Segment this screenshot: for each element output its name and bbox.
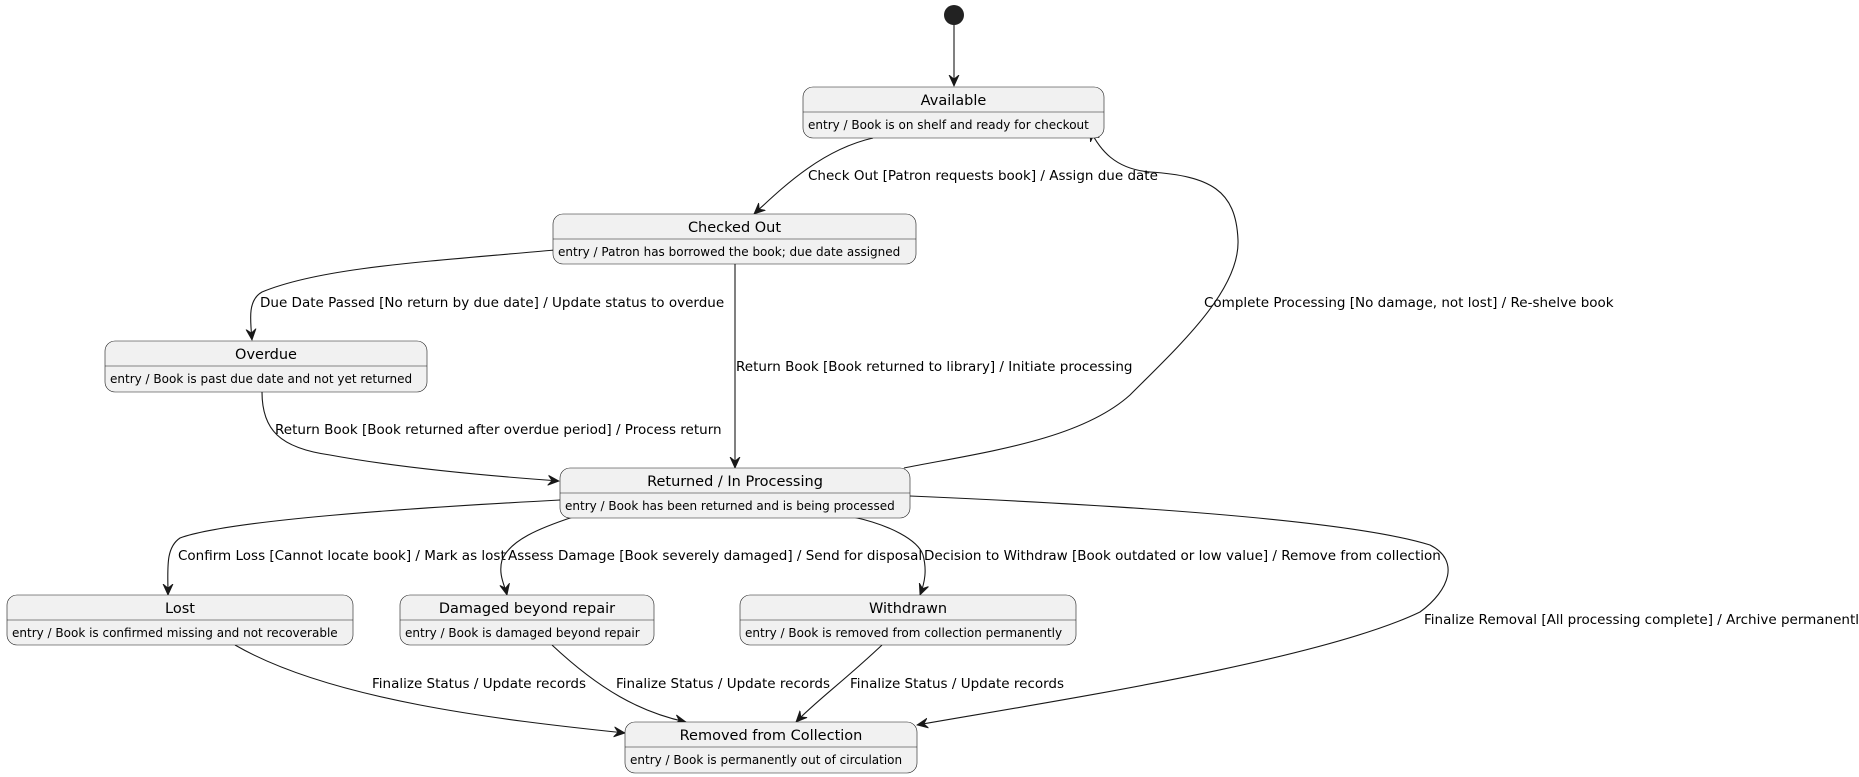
state-entry-action: entry / Book has been returned and is be… <box>565 499 895 513</box>
label-due-date-passed: Due Date Passed [No return by due date] … <box>260 295 724 311</box>
state-entry-action: entry / Book is permanently out of circu… <box>630 753 902 767</box>
edge-returned-to-lost <box>168 499 561 595</box>
state-removed-from-collection: Removed from Collection entry / Book is … <box>624 721 918 774</box>
label-finalize-lost: Finalize Status / Update records <box>372 676 586 692</box>
state-entry-action: entry / Book is damaged beyond repair <box>405 626 640 640</box>
edge-overdue-to-returned <box>261 391 559 481</box>
edge-withdrawn-to-removed <box>796 644 883 722</box>
label-confirm-loss: Confirm Loss [Cannot locate book] / Mark… <box>178 548 506 564</box>
state-title: Checked Out <box>688 220 781 236</box>
label-return-overdue: Return Book [Book returned after overdue… <box>275 422 722 438</box>
state-title: Removed from Collection <box>680 728 863 744</box>
label-decision-withdraw: Decision to Withdraw [Book outdated or l… <box>924 548 1441 564</box>
state-withdrawn: Withdrawn entry / Book is removed from c… <box>739 594 1077 646</box>
transition-labels: Check Out [Patron requests book] / Assig… <box>178 168 1859 692</box>
edge-returned-to-available <box>903 130 1239 469</box>
edge-returned-to-damaged <box>501 516 574 595</box>
state-title: Returned / In Processing <box>647 474 823 490</box>
label-checkout: Check Out [Patron requests book] / Assig… <box>808 168 1158 184</box>
label-finalize-removal: Finalize Removal [All processing complet… <box>1424 612 1859 628</box>
label-complete-processing: Complete Processing [No damage, not lost… <box>1204 295 1614 311</box>
initial-state-node <box>944 5 964 25</box>
label-finalize-damaged: Finalize Status / Update records <box>616 676 830 692</box>
edge-returned-to-removed <box>909 495 1449 725</box>
edge-checked-out-to-overdue <box>251 249 556 340</box>
state-title: Lost <box>165 601 195 617</box>
state-entry-action: entry / Book is removed from collection … <box>745 626 1062 640</box>
state-title: Damaged beyond repair <box>439 601 615 617</box>
state-available: Available entry / Book is on shelf and r… <box>802 86 1105 139</box>
state-entry-action: entry / Book is past due date and not ye… <box>110 372 412 386</box>
edge-available-to-checked-out <box>754 137 874 214</box>
label-assess-damage: Assess Damage [Book severely damaged] / … <box>508 548 922 564</box>
state-lost: Lost entry / Book is confirmed missing a… <box>6 594 354 646</box>
transition-edges <box>168 24 1449 733</box>
state-checked-out: Checked Out entry / Patron has borrowed … <box>552 213 917 265</box>
state-damaged-beyond-repair: Damaged beyond repair entry / Book is da… <box>399 594 655 646</box>
state-returned-in-processing: Returned / In Processing entry / Book ha… <box>559 467 911 519</box>
state-overdue: Overdue entry / Book is past due date an… <box>104 340 428 393</box>
state-title: Withdrawn <box>869 601 947 617</box>
edge-lost-to-removed <box>234 644 625 733</box>
label-finalize-withdrawn: Finalize Status / Update records <box>850 676 1064 692</box>
state-title: Available <box>921 93 987 109</box>
edge-damaged-to-removed <box>551 644 686 722</box>
state-entry-action: entry / Book is confirmed missing and no… <box>12 626 338 640</box>
label-return-book: Return Book [Book returned to library] /… <box>736 359 1133 375</box>
state-entry-action: entry / Patron has borrowed the book; du… <box>558 245 900 259</box>
edge-returned-to-withdrawn <box>852 516 925 595</box>
state-title: Overdue <box>235 347 297 363</box>
state-entry-action: entry / Book is on shelf and ready for c… <box>808 118 1089 132</box>
